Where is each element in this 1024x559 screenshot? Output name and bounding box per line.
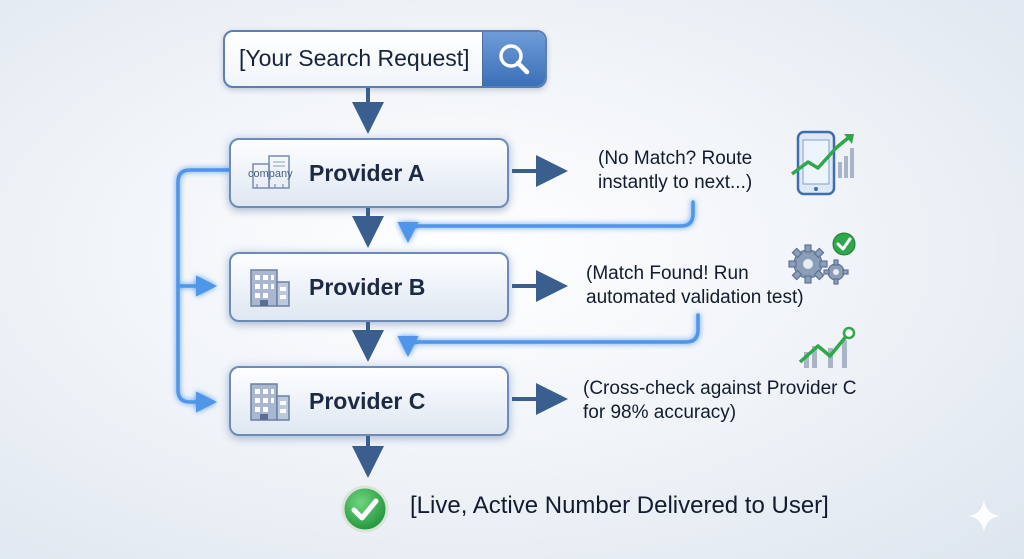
search-request-box[interactable]: [Your Search Request] xyxy=(223,30,547,88)
building-icon xyxy=(250,383,290,421)
note-cross-check: (Cross-check against Provider C for 98% … xyxy=(583,377,856,425)
return-line-b xyxy=(397,313,700,357)
note-b-line-1: (Match Found! Run xyxy=(586,263,749,284)
bypass-line xyxy=(176,168,231,413)
gears-check-icon xyxy=(788,232,856,285)
provider-a-label: Provider A xyxy=(309,160,425,186)
provider-b-box: Provider B xyxy=(229,252,509,322)
note-c-line-2: for 98% accuracy) xyxy=(583,402,737,423)
growth-chart-icon xyxy=(798,326,856,368)
building-icon xyxy=(250,269,290,307)
provider-c-box: Provider C xyxy=(229,366,509,436)
provider-a-box: company Provider A xyxy=(229,138,509,208)
note-no-match: (No Match? Route instantly to next...) xyxy=(598,147,752,195)
phone-growth-icon xyxy=(790,130,854,196)
note-c-line-1: (Cross-check against Provider C xyxy=(583,378,857,399)
provider-c-label: Provider C xyxy=(309,388,426,414)
result-label: [Live, Active Number Delivered to User] xyxy=(410,492,829,519)
provider-b-label: Provider B xyxy=(309,274,426,300)
note-a-line-1: (No Match? Route xyxy=(598,148,753,169)
search-request-label: [Your Search Request] xyxy=(239,45,470,71)
company-icon-text: company xyxy=(248,168,293,180)
return-line-a xyxy=(397,200,695,243)
note-b-line-2: automated validation test) xyxy=(586,287,804,308)
sparkle-icon xyxy=(968,500,1000,532)
search-button[interactable] xyxy=(482,32,545,86)
magnifier-icon xyxy=(499,44,530,75)
company-building-icon xyxy=(252,155,290,189)
note-match-found: (Match Found! Run automated validation t… xyxy=(586,262,804,310)
note-a-line-2: instantly to next...) xyxy=(598,172,753,193)
green-check-icon xyxy=(341,485,389,533)
